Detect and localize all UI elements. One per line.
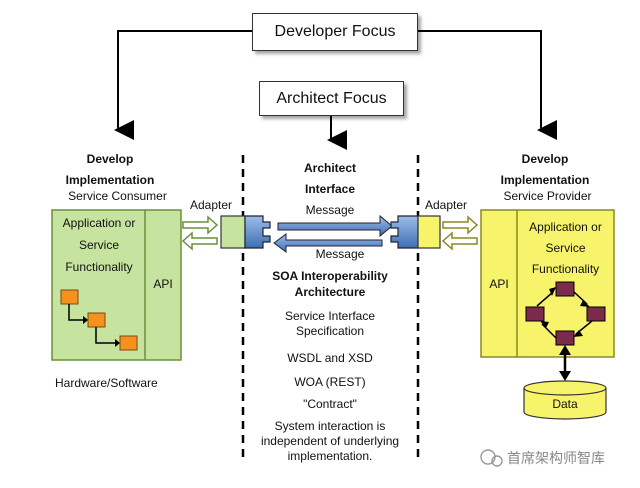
spec-line-1: Service Interface xyxy=(284,309,376,323)
architect-focus-box: Architect Focus xyxy=(259,81,404,116)
woa-label: WOA (REST) xyxy=(294,375,366,389)
contract-label: "Contract" xyxy=(303,397,357,411)
consumer-adapter-arrows xyxy=(181,215,219,251)
consumer-heading-role: Service Consumer xyxy=(68,189,167,203)
consumer-node-1 xyxy=(60,289,79,305)
provider-heading-role: Service Provider xyxy=(503,189,592,203)
provider-adapter-label: Adapter xyxy=(425,198,468,212)
developer-focus-label: Developer Focus xyxy=(274,23,396,40)
note-line-3: implementation. xyxy=(287,449,373,463)
provider-node-top xyxy=(555,281,575,297)
provider-heading-implementation: Implementation xyxy=(500,173,590,187)
data-cylinder-shape xyxy=(523,380,607,420)
spec-line-2: Specification xyxy=(295,324,365,338)
consumer-node-2 xyxy=(87,312,106,328)
provider-node-right xyxy=(586,306,606,322)
architect-focus-label: Architect Focus xyxy=(276,89,387,107)
provider-adapter-socket xyxy=(390,215,419,249)
provider-node-bottom xyxy=(555,330,575,346)
message-bottom-label: Message xyxy=(315,247,365,261)
provider-api-label: API xyxy=(489,277,509,291)
provider-adapter-arrows xyxy=(441,215,479,251)
architect-heading: Architect xyxy=(303,161,356,175)
consumer-app-text-3: Functionality xyxy=(65,260,133,274)
provider-box xyxy=(480,209,615,358)
soa-heading-2: Architecture xyxy=(294,285,366,299)
consumer-node-connector-2 xyxy=(95,327,115,344)
wsdl-label: WSDL and XSD xyxy=(287,351,373,365)
data-label: Data xyxy=(552,397,578,411)
watermark-text: 首席架构师智库 xyxy=(507,450,605,466)
consumer-heading-implementation: Implementation xyxy=(65,173,155,187)
consumer-app-text-1: Application or xyxy=(62,216,136,230)
consumer-node-connector-1 xyxy=(68,304,83,321)
consumer-api-label: API xyxy=(153,277,173,291)
message-arrow-left xyxy=(273,233,383,253)
consumer-footer: Hardware/Software xyxy=(55,376,158,390)
developer-focus-right-connector xyxy=(417,30,557,140)
provider-heading-develop: Develop xyxy=(521,152,569,166)
soa-heading-1: SOA Interoperability xyxy=(272,269,388,283)
consumer-app-text-2: Service xyxy=(78,238,119,252)
note-line-1: System interaction is xyxy=(274,419,386,433)
provider-app-text-3: Functionality xyxy=(531,262,600,276)
consumer-box xyxy=(51,209,182,361)
consumer-adapter-plug xyxy=(220,215,246,249)
watermark-icon xyxy=(480,449,503,467)
provider-adapter-plug xyxy=(417,215,441,249)
provider-node-left xyxy=(525,306,545,322)
note-line-2: independent of underlying xyxy=(260,434,400,448)
consumer-node-3 xyxy=(119,335,138,351)
provider-app-text-2: Service xyxy=(545,241,586,255)
message-top-label: Message xyxy=(305,203,355,217)
provider-app-text-1: Application or xyxy=(529,220,602,234)
consumer-heading-develop: Develop xyxy=(86,152,134,166)
consumer-adapter-label: Adapter xyxy=(190,198,233,212)
developer-focus-left-connector xyxy=(114,30,252,140)
interface-heading: Interface xyxy=(304,182,356,196)
message-arrow-right xyxy=(277,214,393,238)
developer-focus-box: Developer Focus xyxy=(252,13,418,51)
